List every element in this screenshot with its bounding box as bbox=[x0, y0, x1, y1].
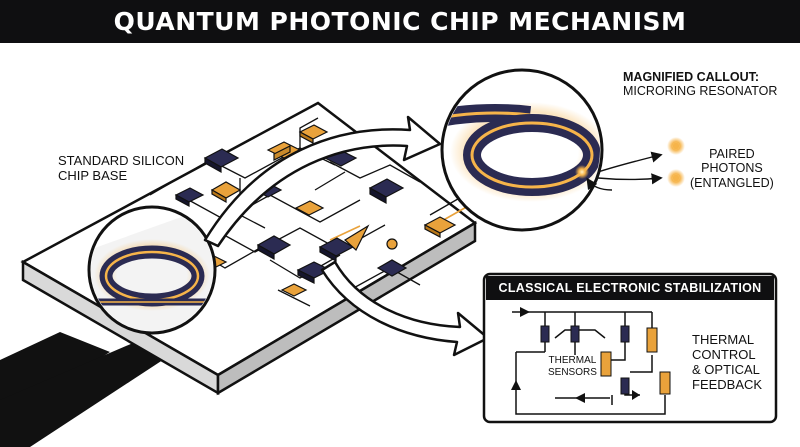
stabilization-panel bbox=[482, 272, 778, 424]
flow-arrows bbox=[203, 115, 490, 357]
thermal-sensors-line1: THERMAL bbox=[548, 355, 597, 366]
callout-label-heading: MAGNIFIED CALLOUT: bbox=[623, 70, 760, 84]
schematic-resistors bbox=[600, 327, 671, 395]
photons-label: PAIRED PHOTONS (ENTANGLED) bbox=[690, 147, 774, 190]
photons-label-line1: PAIRED bbox=[709, 147, 755, 161]
arrow-to-stabilization bbox=[320, 260, 490, 357]
thermal-control-line1: THERMAL bbox=[692, 332, 755, 347]
chip-base-label-line2: CHIP BASE bbox=[58, 167, 128, 183]
schematic-transistors bbox=[540, 325, 630, 395]
chip-base-label: STANDARD SILICON CHIP BASE bbox=[58, 153, 185, 184]
photons-label-line3: (ENTANGLED) bbox=[690, 175, 774, 190]
thermal-sensors-label: THERMAL SENSORS bbox=[546, 355, 599, 378]
thermal-control-line3: & OPTICAL bbox=[692, 361, 760, 377]
thermal-control-line4: FEEDBACK bbox=[692, 376, 763, 392]
photon-arrows bbox=[586, 151, 663, 191]
schematic-arrowheads bbox=[511, 307, 640, 403]
chip-base-label-line1: STANDARD SILICON bbox=[58, 153, 185, 168]
thermal-control-line2: CONTROL bbox=[692, 346, 756, 362]
thermal-sensors-line2: SENSORS bbox=[548, 366, 597, 378]
callout-magnifier bbox=[440, 68, 604, 232]
callout-label-subtitle: MICRORING RESONATOR bbox=[623, 84, 778, 99]
photons-label-line2: PHOTONS bbox=[701, 161, 763, 176]
callout-label: MAGNIFIED CALLOUT: MICRORING RESONATOR bbox=[623, 70, 777, 99]
chip-magnifier bbox=[87, 205, 217, 335]
page-title: QUANTUM PHOTONIC CHIP MECHANISM bbox=[113, 7, 687, 36]
stabilization-title: CLASSICAL ELECTRONIC STABILIZATION bbox=[486, 276, 774, 300]
title-bar: QUANTUM PHOTONIC CHIP MECHANISM bbox=[0, 0, 800, 43]
arrow-to-callout bbox=[203, 115, 442, 248]
thermal-control-label: THERMAL CONTROL & OPTICAL FEEDBACK bbox=[692, 332, 763, 393]
